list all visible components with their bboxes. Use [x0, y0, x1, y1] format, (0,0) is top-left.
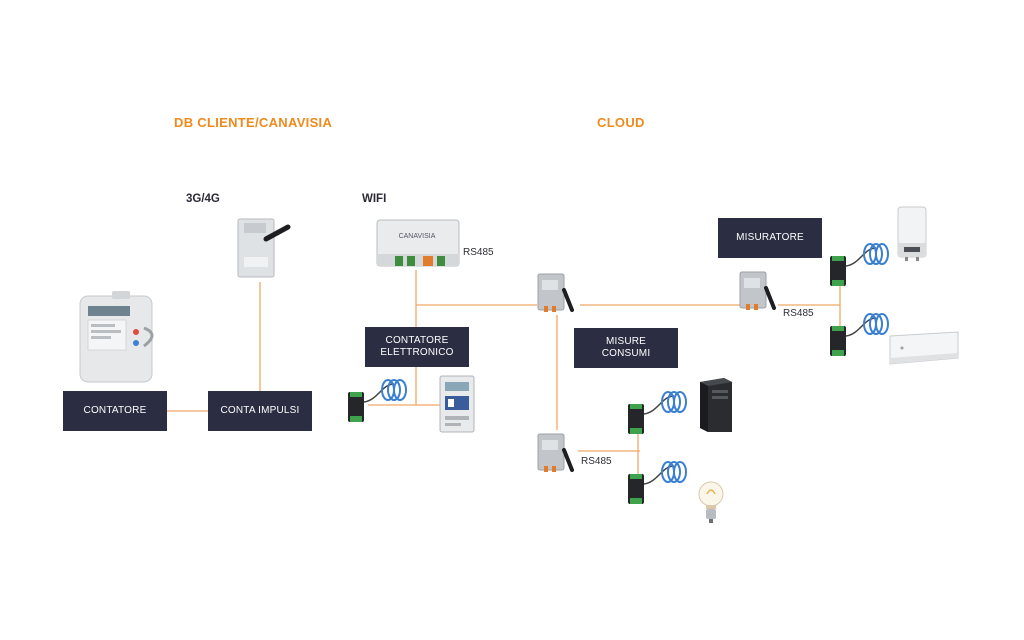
gateway-icon: CANAVISIA [376, 219, 460, 267]
db-cliente-heading: DB CLIENTE/CANAVISIA [174, 115, 333, 130]
light-bulb-icon [698, 481, 724, 523]
rs485-lower-label: RS485 [581, 456, 612, 467]
current-sensor-icon [628, 461, 687, 504]
pc-tower-icon [700, 378, 732, 432]
misure-consumi-line2: CONSUMI [601, 348, 651, 359]
contatore-elettronico-line2: ELETTRONICO [380, 347, 454, 358]
misure-consumi-line1: MISURE [605, 336, 647, 347]
conta-impulsi-box: CONTA IMPULSI [208, 391, 312, 431]
misuratore-module-icon [739, 271, 776, 310]
comm-module-icon [537, 273, 574, 312]
current-sensor-icon [348, 379, 407, 422]
current-sensor-icon [628, 391, 687, 434]
contatore-box: CONTATORE [63, 391, 167, 431]
rs485-gateway-label: RS485 [463, 247, 494, 258]
contatore-elettronico-box: CONTATORE ELETTRONICO [365, 327, 469, 367]
current-sensor-icon [830, 313, 889, 356]
misure-consumi-box: MISURE CONSUMI [574, 328, 678, 368]
misuratore-label: MISURATORE [736, 232, 804, 243]
contatore-label: CONTATORE [83, 405, 147, 416]
lower-module-icon [537, 433, 574, 472]
misuratore-box: MISURATORE [718, 218, 822, 258]
boiler-icon [897, 206, 927, 261]
current-sensor-icon [830, 243, 889, 286]
gas-meter-icon [79, 291, 154, 383]
conta-impulsi-label: CONTA IMPULSI [220, 405, 300, 416]
air-conditioner-icon [889, 331, 959, 365]
contatore-elettronico-line1: CONTATORE [385, 335, 449, 346]
mobile-network-label: 3G/4G [186, 193, 220, 205]
gateway-brand: CANAVISIA [399, 233, 436, 240]
cloud-heading: CLOUD [597, 115, 645, 130]
modem-icon [237, 218, 291, 278]
rs485-misuratore-label: RS485 [783, 308, 814, 319]
electronic-meter-icon [439, 375, 475, 433]
wifi-label: WIFI [362, 193, 387, 205]
